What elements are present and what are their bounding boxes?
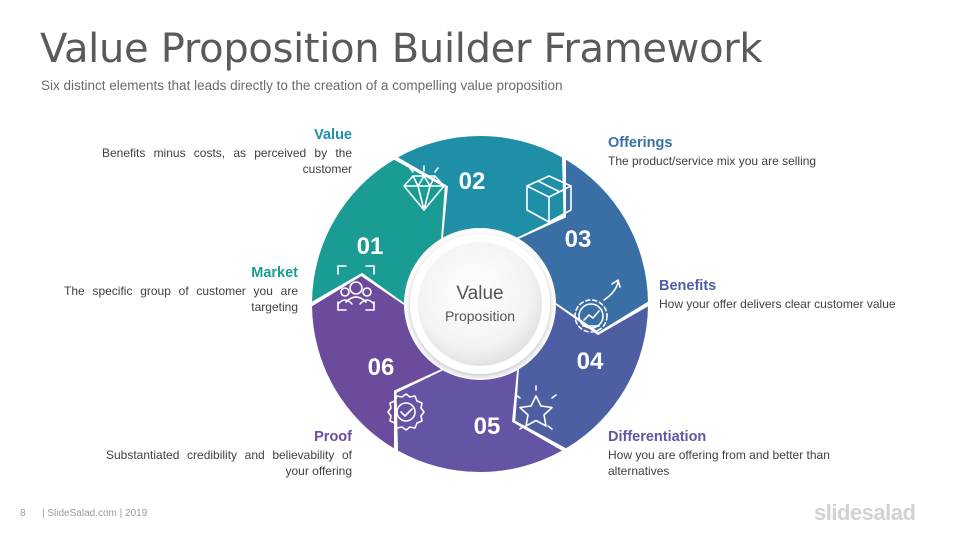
segment-text-proof: Proof Substantiated credibility and beli… [62,429,352,479]
segment-text-benefits: Benefits How your offer delivers clear c… [659,278,899,312]
wheel-segment-04 [515,305,648,449]
segment-description-benefits: How your offer delivers clear customer v… [659,297,896,311]
wheel-segment-06 [312,276,442,449]
segment-number-04: 04 [577,348,604,375]
segment-heading-value: Value [314,127,352,143]
segment-text-offerings: Offerings The product/service mix you ar… [608,135,898,169]
segment-heading-market: Market [251,265,298,281]
segment-text-differentiation: Differentiation How you are offering fro… [608,429,868,479]
segment-text-value: Value Benefits minus costs, as perceived… [62,127,352,177]
segment-description-market: The specific group of customer you are t… [64,284,298,314]
page-title: Value Proposition Builder Framework [40,26,763,72]
segment-number-01: 01 [357,233,384,260]
badge-check-icon [387,393,425,431]
segment-heading-proof: Proof [314,429,352,445]
wheel-segment-02 [398,136,564,238]
segment-text-market: Market The specific group of customer yo… [8,265,298,315]
center-disc [418,242,542,366]
star-icon [515,385,557,430]
center-subtitle: Proposition [445,308,515,324]
segment-number-02: 02 [459,168,486,195]
segment-description-value: Benefits minus costs, as perceived by th… [102,146,352,176]
box-icon [526,175,572,223]
brand-logo: slidesalad [814,500,916,525]
target-group-icon [337,265,375,311]
segment-heading-differentiation: Differentiation [608,429,707,445]
segment-description-proof: Substantiated credibility and believabil… [106,448,352,478]
segment-number-03: 03 [565,226,592,253]
page-subtitle: Six distinct elements that leads directl… [41,78,563,93]
segment-heading-offerings: Offerings [608,135,673,151]
segment-number-05: 05 [474,413,501,440]
wheel-segment-05 [396,370,562,472]
segment-description-differentiation: How you are offering from and better tha… [608,448,830,478]
segment-number-06: 06 [368,354,395,381]
page-number: 8 [20,508,26,519]
diamond-icon [403,165,445,211]
footer-text: | SlideSalad.com | 2019 [42,508,148,519]
growth-gear-icon [574,279,621,333]
center-title: Value [456,283,503,304]
segment-heading-benefits: Benefits [659,278,717,294]
segment-description-offerings: The product/service mix you are selling [608,154,817,168]
